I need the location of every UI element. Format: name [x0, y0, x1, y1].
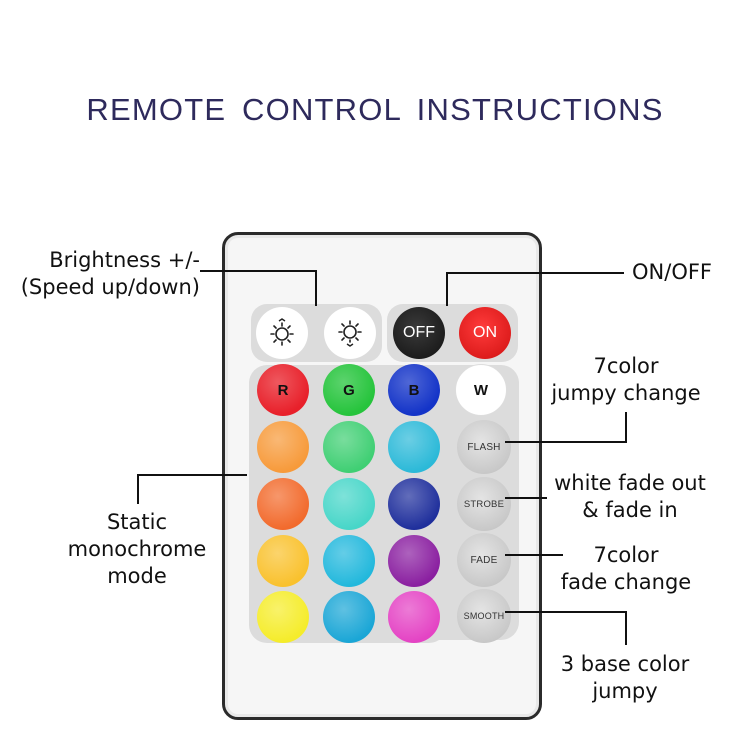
color-button-r1-c2[interactable]	[323, 421, 375, 473]
remote-control: OFF ON R G B W FLASH STROBE FADE SMOOTH	[222, 232, 542, 720]
brightness-label-line2: (Speed up/down)	[20, 275, 200, 299]
smooth-label: 3 base color jumpy	[555, 651, 695, 705]
brightness-leader-v	[315, 270, 317, 306]
color-button-r2-c2[interactable]	[323, 478, 375, 530]
red-button[interactable]: R	[257, 364, 309, 416]
green-button[interactable]: G	[323, 364, 375, 416]
fade-label-line1: 7color	[593, 543, 659, 567]
sun-up-icon	[267, 318, 297, 348]
page-title: REMOTE CONTROL INSTRUCTIONS	[86, 92, 664, 127]
sun-down-icon	[335, 318, 365, 348]
brightness-down-button[interactable]	[324, 307, 376, 359]
white-button[interactable]: W	[455, 364, 507, 416]
color-button-r1-c1[interactable]	[257, 421, 309, 473]
static-label-line2: monochrome	[67, 537, 207, 561]
strobe-label-line1: white fade out	[554, 471, 706, 495]
blue-button[interactable]: B	[388, 364, 440, 416]
color-button-r2-c1[interactable]	[257, 478, 309, 530]
jumpy-label-line2: jumpy change	[551, 381, 701, 405]
color-button-r1-c3[interactable]	[388, 421, 440, 473]
strobe-label-line2: & fade in	[582, 498, 678, 522]
smooth-leader-h	[505, 611, 627, 613]
static-leader-v	[137, 474, 139, 504]
smooth-label-line2: jumpy	[592, 679, 658, 703]
color-button-r3-c1[interactable]	[257, 535, 309, 587]
flash-button[interactable]: FLASH	[457, 420, 511, 474]
color-button-r4-c3[interactable]	[388, 591, 440, 643]
brightness-label: Brightness +/- (Speed up/down)	[21, 247, 200, 301]
static-label-line1: Static	[106, 510, 168, 534]
fade-label-line2: fade change	[560, 570, 692, 594]
brightness-label-line1: Brightness +/-	[49, 248, 200, 272]
on-off-leader-v	[446, 272, 448, 306]
jumpy-leader-v	[625, 412, 627, 443]
color-button-r2-c3[interactable]	[388, 478, 440, 530]
color-button-r4-c1[interactable]	[257, 591, 309, 643]
on-off-label: ON/OFF	[632, 260, 713, 284]
jumpy-label: 7color jumpy change	[546, 353, 706, 407]
fade-button[interactable]: FADE	[457, 533, 511, 587]
static-leader-h	[137, 474, 247, 476]
brightness-up-button[interactable]	[256, 307, 308, 359]
static-mode-label: Static monochrome mode	[52, 509, 222, 590]
static-label-line3: mode	[107, 564, 167, 588]
smooth-leader-v	[625, 611, 627, 645]
on-button[interactable]: ON	[459, 307, 511, 359]
color-button-r4-c2[interactable]	[323, 591, 375, 643]
off-button[interactable]: OFF	[393, 307, 445, 359]
strobe-label: white fade out & fade in	[545, 470, 715, 524]
color-button-r3-c3[interactable]	[388, 535, 440, 587]
smooth-label-line1: 3 base color	[560, 652, 690, 676]
fade-label: 7color fade change	[556, 542, 696, 596]
strobe-leader	[505, 497, 547, 499]
smooth-button[interactable]: SMOOTH	[457, 589, 511, 643]
color-button-r3-c2[interactable]	[323, 535, 375, 587]
jumpy-label-line1: 7color	[593, 354, 659, 378]
fade-leader	[505, 554, 563, 556]
jumpy-leader-h	[505, 441, 626, 443]
brightness-leader-h	[200, 270, 316, 272]
on-off-leader-h	[446, 272, 624, 274]
strobe-button[interactable]: STROBE	[457, 477, 511, 531]
